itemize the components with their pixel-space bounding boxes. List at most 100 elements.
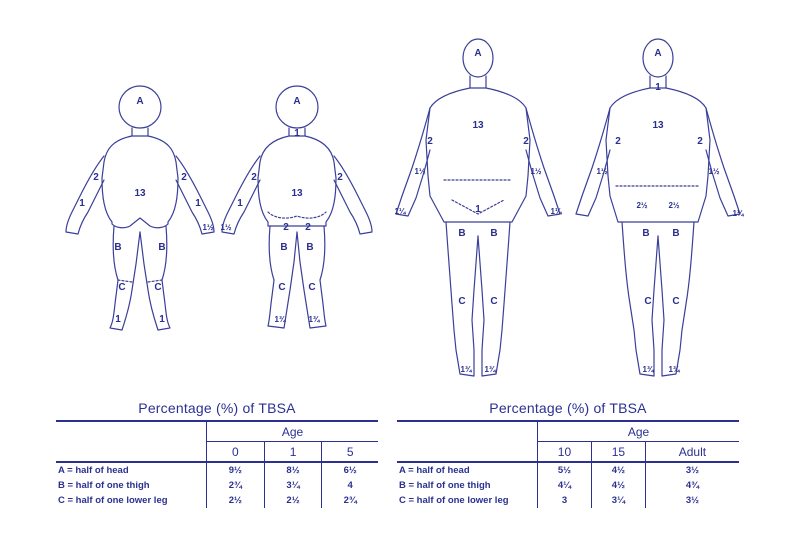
table-title: Percentage (%) of TBSA	[56, 400, 378, 416]
tbsa-table-right: Age 10 15 Adult A = half of head 5½ 4½ 3…	[397, 420, 739, 508]
col-header: 10	[538, 442, 592, 463]
region-label: B	[458, 228, 465, 239]
region-label: 1¼	[732, 209, 744, 218]
cell-value: 3¼	[264, 478, 322, 493]
region-label: 1¾	[668, 365, 680, 374]
col-header: 1	[264, 442, 322, 463]
region-label: 2	[697, 136, 703, 147]
row-label: A = half of head	[397, 462, 538, 478]
corner-cell	[397, 421, 538, 442]
cell-value: 4¾	[645, 478, 739, 493]
cell-value: 3	[538, 493, 592, 508]
cell-value: 5½	[538, 462, 592, 478]
age-header: Age	[207, 421, 379, 442]
region-label: C	[644, 296, 651, 307]
region-label: 2	[251, 172, 257, 183]
cell-value: 2¾	[207, 478, 265, 493]
region-label: 1	[237, 198, 243, 209]
region-label: A	[474, 48, 481, 59]
region-label: 1	[294, 128, 300, 139]
row-label: A = half of head	[56, 462, 207, 478]
region-label: 1¼	[550, 207, 562, 216]
region-label: 1	[159, 314, 165, 325]
region-label: B	[306, 242, 313, 253]
region-label: 2½	[668, 201, 679, 210]
region-label: 1½	[708, 167, 719, 176]
col-header: Adult	[645, 442, 739, 463]
region-label: A	[136, 96, 143, 107]
region-label: C	[672, 296, 679, 307]
region-label: 1¼	[394, 207, 406, 216]
region-label: C	[490, 296, 497, 307]
region-label: 2	[181, 172, 187, 183]
col-header: 15	[591, 442, 645, 463]
region-label: 1¾	[274, 315, 286, 324]
cell-value: 6½	[322, 462, 378, 478]
region-label: 1½	[596, 167, 607, 176]
region-label: B	[114, 242, 121, 253]
table-row: C = half of one lower leg 2½ 2½ 2¾	[56, 493, 378, 508]
region-label: B	[280, 242, 287, 253]
region-label: 2	[283, 222, 289, 233]
figure-infant-back	[222, 86, 372, 328]
region-label: 2	[615, 136, 621, 147]
region-label: C	[118, 282, 125, 293]
region-label: B	[672, 228, 679, 239]
tbsa-table-right-wrap: Percentage (%) of TBSA Age 10 15 Adult A…	[397, 400, 739, 508]
table-row: C = half of one lower leg 3 3¼ 3½	[397, 493, 739, 508]
region-label: 1½	[414, 167, 425, 176]
region-label: B	[642, 228, 649, 239]
cell-value: 3½	[645, 493, 739, 508]
corner-cell	[56, 421, 207, 442]
region-label: 1¾	[484, 365, 496, 374]
region-label: 13	[291, 188, 303, 199]
cell-value: 8½	[264, 462, 322, 478]
table-row: A = half of head 9½ 8½ 6½	[56, 462, 378, 478]
table-row: B = half of one thigh 4¼ 4½ 4¾	[397, 478, 739, 493]
region-label: 1	[475, 204, 481, 215]
col-header: 5	[322, 442, 378, 463]
cell-value: 4½	[591, 478, 645, 493]
region-label: 1	[655, 82, 661, 93]
tbsa-table-left-wrap: Percentage (%) of TBSA Age 0 1 5 A = hal…	[56, 400, 378, 508]
table-row: A = half of head 5½ 4½ 3½	[397, 462, 739, 478]
region-label: B	[490, 228, 497, 239]
region-label: 1¾	[642, 365, 654, 374]
region-label: 1½	[202, 223, 213, 232]
region-label: 13	[134, 188, 146, 199]
region-label: 1	[195, 198, 201, 209]
region-label: C	[278, 282, 285, 293]
age-header: Age	[538, 421, 740, 442]
region-label: 13	[652, 120, 664, 131]
region-label: 2½	[636, 201, 647, 210]
region-label: A	[654, 48, 661, 59]
row-label: C = half of one lower leg	[397, 493, 538, 508]
cell-value: 4	[322, 478, 378, 493]
region-label: A	[293, 96, 300, 107]
region-label: 1½	[220, 223, 231, 232]
row-label: B = half of one thigh	[397, 478, 538, 493]
cell-value: 2½	[264, 493, 322, 508]
cell-value: 3¼	[591, 493, 645, 508]
region-label: B	[158, 242, 165, 253]
region-label: C	[308, 282, 315, 293]
cell-value: 2½	[207, 493, 265, 508]
row-label: C = half of one lower leg	[56, 493, 207, 508]
col-header: 0	[207, 442, 265, 463]
region-label: C	[458, 296, 465, 307]
region-label: 2	[305, 222, 311, 233]
region-label: C	[154, 282, 161, 293]
region-label: 1¾	[460, 365, 472, 374]
region-label: 2	[337, 172, 343, 183]
cell-value: 4¼	[538, 478, 592, 493]
cell-value: 3½	[645, 462, 739, 478]
region-label: 2	[93, 172, 99, 183]
cell-value: 4½	[591, 462, 645, 478]
table-row: B = half of one thigh 2¾ 3¼ 4	[56, 478, 378, 493]
region-label: 1	[79, 198, 85, 209]
cell-value: 2¾	[322, 493, 378, 508]
tbsa-table-left: Age 0 1 5 A = half of head 9½ 8½ 6½ B = …	[56, 420, 378, 508]
region-label: 1½	[530, 167, 541, 176]
region-label: 13	[472, 120, 484, 131]
